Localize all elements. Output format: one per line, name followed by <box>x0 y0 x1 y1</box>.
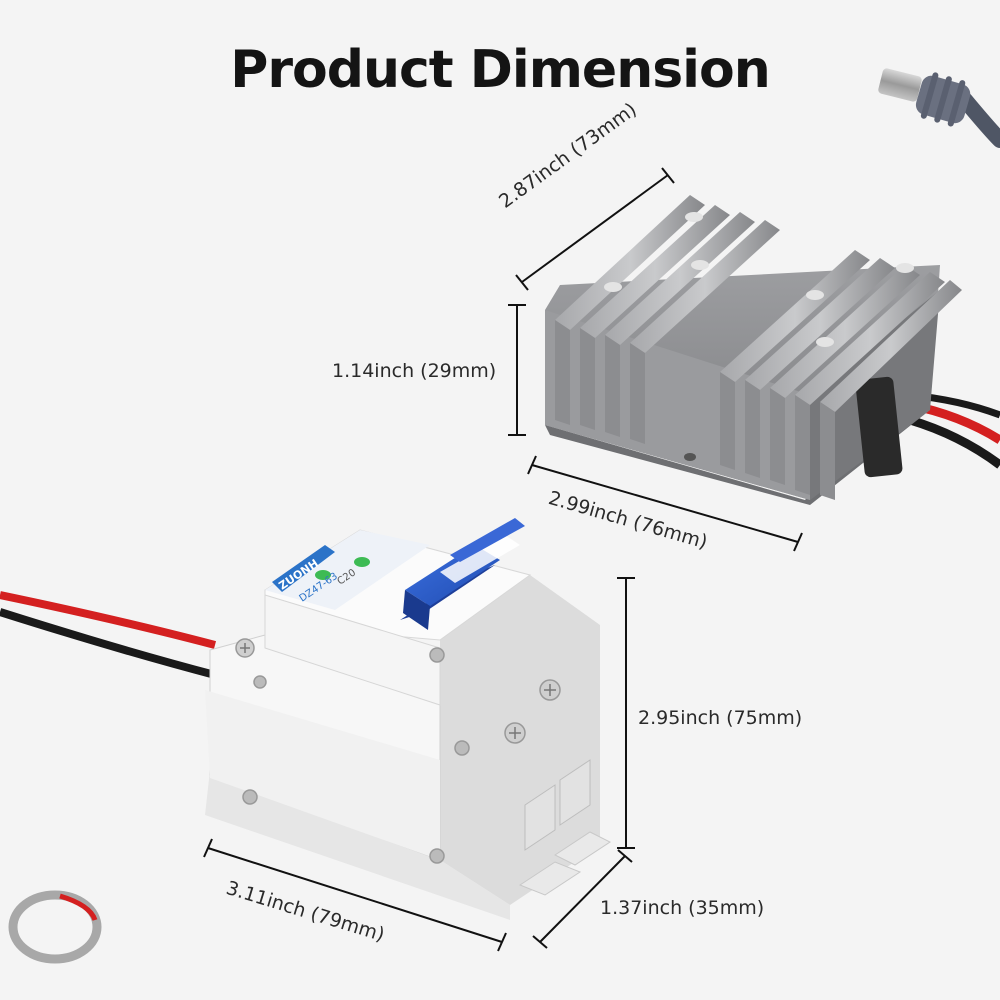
heatsink-fins <box>555 195 962 500</box>
breaker-cables <box>0 591 217 964</box>
circuit-breaker <box>205 518 612 920</box>
heatsink-converter <box>545 195 1000 505</box>
page-title: Product Dimension <box>230 40 771 100</box>
breaker-depth-label: 1.37inch (35mm) <box>600 897 765 919</box>
breaker-height-line <box>617 577 635 849</box>
breaker-depth-line <box>532 849 633 949</box>
breaker-toggle <box>400 518 525 630</box>
converter-height-line <box>508 304 526 436</box>
converter-height-label: 1.14inch (29mm) <box>332 360 497 382</box>
dc-plug <box>878 68 1000 148</box>
breaker-height-label: 2.95inch (75mm) <box>638 707 803 729</box>
breaker-screws <box>235 638 561 864</box>
breaker-length-line <box>203 838 507 952</box>
converter-depth-line <box>515 167 675 291</box>
converter-width-line <box>527 455 803 552</box>
